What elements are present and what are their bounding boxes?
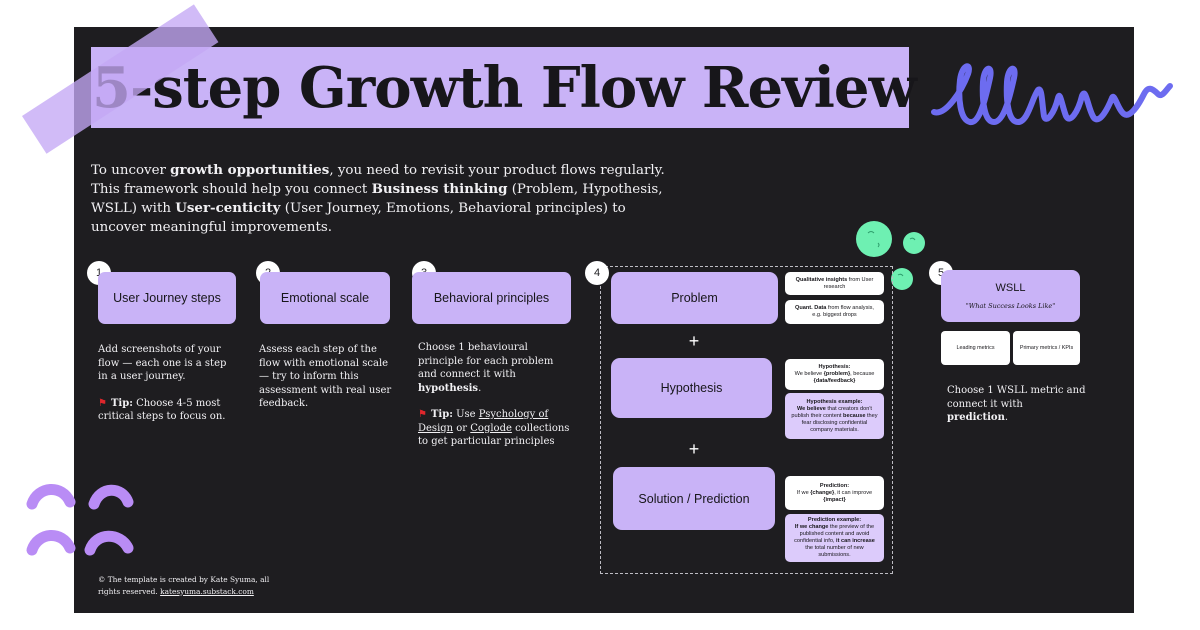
step-3-text: Choose 1 behavioural principle for each … (418, 342, 554, 394)
problem-card[interactable]: Problem (611, 272, 778, 324)
step-1-description: Add screenshots of your flow — each one … (98, 343, 238, 424)
plus-sign: + (688, 439, 700, 459)
step-3-tip: ⚑Tip: Use Psychology of Design or Coglod… (418, 409, 570, 447)
page-title: 5-step Growth Flow Review (92, 55, 917, 121)
prediction-example-note: Prediction example: If we change the pre… (785, 514, 884, 562)
step-3-description: Choose 1 behavioural principle for each … (418, 341, 570, 449)
step-2-text: Assess each step of the flow with emotio… (259, 344, 392, 409)
footer-credit: © The template is created by Kate Syuma,… (98, 574, 269, 597)
step-2-description: Assess each step of the flow with emotio… (259, 343, 394, 411)
step-1-tip: ⚑Tip: Choose 4-5 most critical steps to … (98, 397, 238, 424)
wsll-title: WSLL (995, 282, 1026, 294)
primary-metrics-card[interactable]: Primary metrics / KPIs (1013, 331, 1080, 365)
step-card-label: User Journey steps (113, 291, 221, 305)
step-1-text: Add screenshots of your flow — each one … (98, 344, 227, 382)
prediction-template-note: Prediction: If we {change}, it can impro… (785, 476, 884, 510)
leading-metrics-card[interactable]: Leading metrics (941, 331, 1010, 365)
title-highlight (91, 47, 909, 128)
wsll-subtitle: "What Success Looks Like" (965, 302, 1056, 310)
coglode-link[interactable]: Coglode (470, 422, 512, 434)
qualitative-insights-note: Qualitative insights from User research (785, 272, 884, 295)
tip-text: Choose 4-5 most critical steps to focus … (98, 397, 226, 423)
wsll-card[interactable]: WSLL "What Success Looks Like" (941, 270, 1080, 322)
hypothesis-card[interactable]: Hypothesis (611, 358, 772, 418)
scribble-decoration (931, 63, 1173, 125)
tip-label: Tip: (110, 397, 133, 409)
footer-line-2: rights reserved. katesyuma.substack.com (98, 586, 254, 596)
mint-dots-decoration (856, 221, 925, 290)
step-card-label: Behavioral principles (433, 291, 550, 305)
psychology-of-design-link[interactable]: Psychology of Design (418, 409, 549, 434)
hypothesis-template-note: Hypothesis: We believe {problem}, becaus… (785, 359, 884, 390)
footer-line-1: © The template is created by Kate Syuma,… (98, 575, 270, 584)
flag-icon: ⚑ (98, 397, 107, 409)
hypothesis-label: Hypothesis (660, 381, 723, 395)
step-card-behavioral-principles[interactable]: Behavioral principles (412, 272, 571, 324)
step-card-emotional-scale[interactable]: Emotional scale (260, 272, 390, 324)
solution-prediction-card[interactable]: Solution / Prediction (613, 467, 775, 530)
arcs-decoration (26, 484, 134, 556)
plus-sign: + (688, 331, 700, 351)
step-card-user-journey[interactable]: User Journey steps (98, 272, 236, 324)
intro-paragraph: To uncover growth opportunities, you nee… (91, 162, 665, 235)
tip-label: Tip: (430, 409, 453, 420)
problem-label: Problem (671, 291, 718, 305)
step-card-label: Emotional scale (280, 291, 370, 305)
flag-icon: ⚑ (418, 409, 427, 420)
solution-label: Solution / Prediction (638, 491, 750, 506)
substack-link[interactable]: katesyuma.substack.com (160, 586, 254, 596)
step-5-description: Choose 1 WSLL metric and connect it with… (947, 385, 1086, 423)
step-number-4: 4 (585, 261, 609, 285)
step-4-container (600, 266, 893, 574)
quant-data-note: Quant. Data from flow analysis, e.g. big… (785, 300, 884, 324)
hypothesis-example-note: Hypothesis example: We believe that crea… (785, 393, 884, 439)
